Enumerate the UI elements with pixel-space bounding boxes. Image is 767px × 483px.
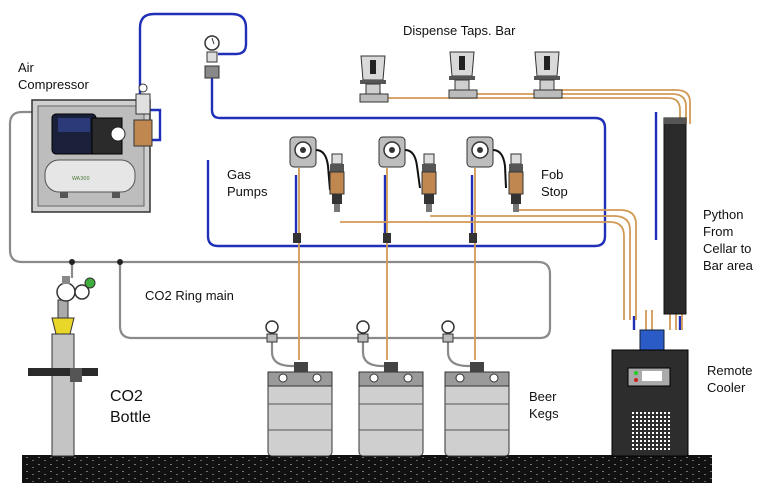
dispense-tap-1 [359, 55, 389, 103]
beer-lines [298, 88, 691, 360]
beer-keg-1 [267, 362, 333, 457]
fob-stop-label: Fob Stop [541, 167, 568, 199]
python [663, 117, 687, 315]
co2-regulator [56, 276, 96, 302]
co2-bottle-label: CO2 Bottle [110, 388, 151, 426]
secondary-regulator-3 [441, 320, 455, 343]
fob-stop-1 [329, 153, 345, 212]
cellar-floor [22, 455, 712, 483]
secondary-regulator-1 [265, 320, 279, 343]
beer-keg-3 [444, 362, 510, 457]
dispense-tap-3 [533, 51, 563, 99]
remote-cooler-label: Remote Cooler [707, 363, 753, 395]
air-compressor-label: Air Compressor [18, 60, 89, 92]
fob-stop-3 [508, 153, 524, 212]
co2-bottle [28, 299, 98, 457]
secondary-regulator-2 [356, 320, 370, 343]
air-compressor: WA300 [31, 83, 153, 213]
beer-kegs-label: Beer Kegs [529, 389, 559, 421]
compressor-tank-label: WA300 [72, 176, 90, 182]
remote-cooler [611, 329, 689, 457]
air-line [138, 12, 682, 330]
dispense-taps-bar-label: Dispense Taps. Bar [403, 23, 516, 38]
gas-pump-2 [378, 136, 421, 189]
beer-keg-2 [358, 362, 424, 457]
python-label: Python From Cellar to Bar area [703, 207, 753, 273]
co2-ring-main-label: CO2 Ring main [145, 288, 234, 303]
gas-pump-1 [289, 136, 331, 191]
gas-pumps-label: Gas Pumps [227, 167, 268, 199]
fob-stop-2 [421, 153, 437, 212]
air-regulator [204, 35, 220, 79]
gas-pump-3 [466, 136, 507, 189]
dispense-tap-2 [448, 51, 478, 99]
